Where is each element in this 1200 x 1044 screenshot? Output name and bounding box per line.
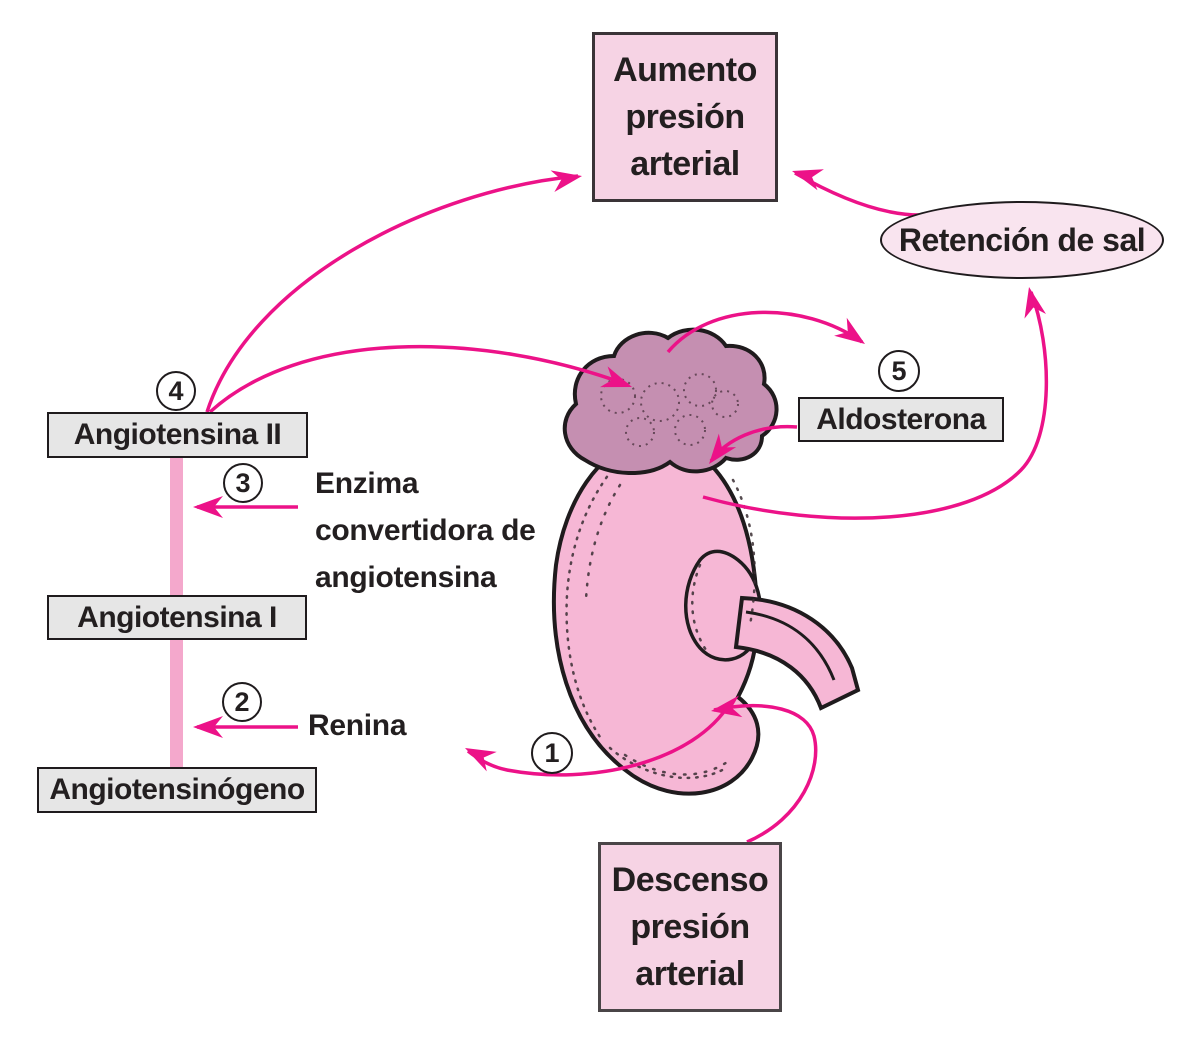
arrow-kidney-to-renin xyxy=(466,702,732,777)
ace-enzyme-line3: angiotensina xyxy=(315,561,497,594)
bp-decrease-box: Descenso presión arterial xyxy=(598,842,782,1012)
step-2-number: 2 xyxy=(234,686,250,717)
angiotensin2-label: Angiotensina II xyxy=(73,418,282,451)
step-5-circle: 5 xyxy=(878,350,920,392)
ureter-illustration xyxy=(733,595,861,711)
renin-label: Renina xyxy=(308,709,407,742)
aldosterone-label: Aldosterona xyxy=(816,402,986,436)
bp-decrease-line2: presión xyxy=(630,907,750,946)
adrenal-gland-illustration xyxy=(562,327,779,475)
bp-increase-line2: presión xyxy=(625,97,745,136)
kidney-illustration xyxy=(552,327,861,796)
kidney-stipple-texture xyxy=(565,468,756,780)
angiotensinogen-label: Angiotensinógeno xyxy=(49,773,305,806)
angiotensin1-label: Angiotensina I xyxy=(77,600,277,634)
ace-enzyme-line1: Enzima xyxy=(315,467,419,500)
angiotensinogen-box: Angiotensinógeno xyxy=(37,767,317,813)
step-4-circle: 4 xyxy=(156,371,196,411)
bp-decrease-line1: Descenso xyxy=(611,860,769,899)
bp-increase-line1: Aumento xyxy=(613,50,757,89)
arrow-angiotensin2-to-adrenal xyxy=(208,344,629,414)
arrow-salt-retention-to-bp-increase xyxy=(794,171,937,217)
bp-increase-line3: arterial xyxy=(630,144,740,183)
arrow-angiotensin2-to-bp-increase xyxy=(205,174,579,413)
aldosterone-box: Aldosterona xyxy=(798,397,1004,442)
step-5-number: 5 xyxy=(891,355,907,386)
ace-enzyme-label: Enzima convertidora de angiotensina xyxy=(315,460,536,601)
angiotensin2-box: Angiotensina II xyxy=(47,412,308,458)
step-3-circle: 3 xyxy=(223,463,263,503)
bp-decrease-line3: arterial xyxy=(635,954,745,993)
arrow-adrenal-to-aldosterone xyxy=(666,310,864,354)
adrenal-lobule-texture xyxy=(600,373,739,447)
ace-enzyme-line2: convertidora de xyxy=(315,514,536,547)
kidney-body xyxy=(552,438,761,796)
step-1-number: 1 xyxy=(544,737,560,768)
salt-retention-label: Retención de sal xyxy=(898,221,1146,258)
arrow-bp-decrease-to-kidney xyxy=(713,704,818,844)
arrowheads xyxy=(193,169,1046,772)
arrow-kidney-to-salt-retention xyxy=(702,291,1049,520)
step-2-circle: 2 xyxy=(222,682,262,722)
angiotensin1-box: Angiotensina I xyxy=(47,595,307,640)
step-1-circle: 1 xyxy=(531,732,573,774)
salt-retention-ellipse: Retención de sal xyxy=(880,201,1164,279)
step-3-number: 3 xyxy=(235,467,251,498)
step-4-number: 4 xyxy=(168,375,184,406)
bp-increase-box: Aumento presión arterial xyxy=(592,32,778,202)
